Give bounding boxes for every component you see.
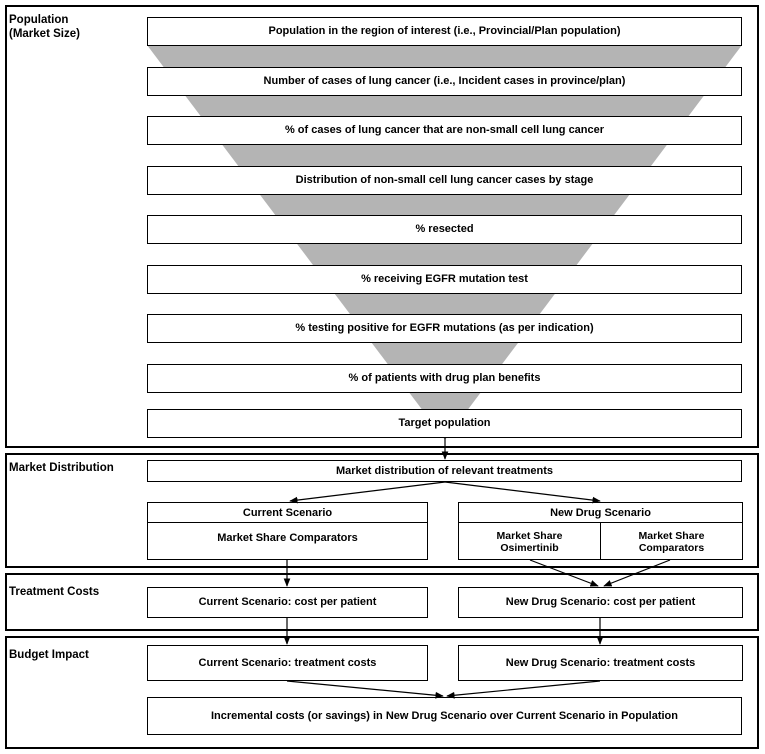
market-distribution-label: Market Distribution — [9, 462, 114, 474]
treatment-costs-label: Treatment Costs — [9, 586, 100, 598]
new-drug-share-row: Market Share Osimertinib Market Share Co… — [459, 523, 742, 560]
funnel-step-target-population: Target population — [147, 409, 742, 438]
population-section — [5, 5, 759, 448]
funnel-step-nsclc: % of cases of lung cancer that are non-s… — [147, 116, 742, 145]
market-share-osimertinib: Market Share Osimertinib — [459, 523, 601, 560]
funnel-step-egfr-positive: % testing positive for EGFR mutations (a… — [147, 314, 742, 343]
market-share-comparators: Market Share Comparators — [638, 529, 705, 554]
market-distribution-box: Market distribution of relevant treatmen… — [147, 460, 742, 482]
current-treatment-costs: Current Scenario: treatment costs — [147, 645, 428, 681]
current-market-share: Market Share Comparators — [217, 532, 358, 544]
current-scenario-panel: Current Scenario Market Share Comparator… — [147, 502, 428, 560]
funnel-step-egfr-test: % receiving EGFR mutation test — [147, 265, 742, 294]
funnel-step-resected: % resected — [147, 215, 742, 244]
treatment-costs-section — [5, 573, 759, 631]
incremental-costs-box: Incremental costs (or savings) in New Dr… — [147, 697, 742, 735]
new-drug-scenario-header: New Drug Scenario — [459, 503, 742, 523]
new-drug-cost-per-patient: New Drug Scenario: cost per patient — [458, 587, 743, 618]
funnel-step-stage-distribution: Distribution of non-small cell lung canc… — [147, 166, 742, 195]
budget-impact-section — [5, 636, 759, 749]
current-cost-per-patient: Current Scenario: cost per patient — [147, 587, 428, 618]
new-drug-scenario-panel: New Drug Scenario Market Share Osimertin… — [458, 502, 743, 560]
new-drug-treatment-costs: New Drug Scenario: treatment costs — [458, 645, 743, 681]
funnel-step-lung-cancer-cases: Number of cases of lung cancer (i.e., In… — [147, 67, 742, 96]
population-section-label: Population (Market Size) — [9, 14, 80, 40]
budget-impact-label: Budget Impact — [9, 649, 89, 661]
current-scenario-header: Current Scenario — [148, 503, 427, 523]
market-distribution-section — [5, 453, 759, 568]
funnel-step-drug-plan: % of patients with drug plan benefits — [147, 364, 742, 393]
funnel-step-population: Population in the region of interest (i.… — [147, 17, 742, 46]
